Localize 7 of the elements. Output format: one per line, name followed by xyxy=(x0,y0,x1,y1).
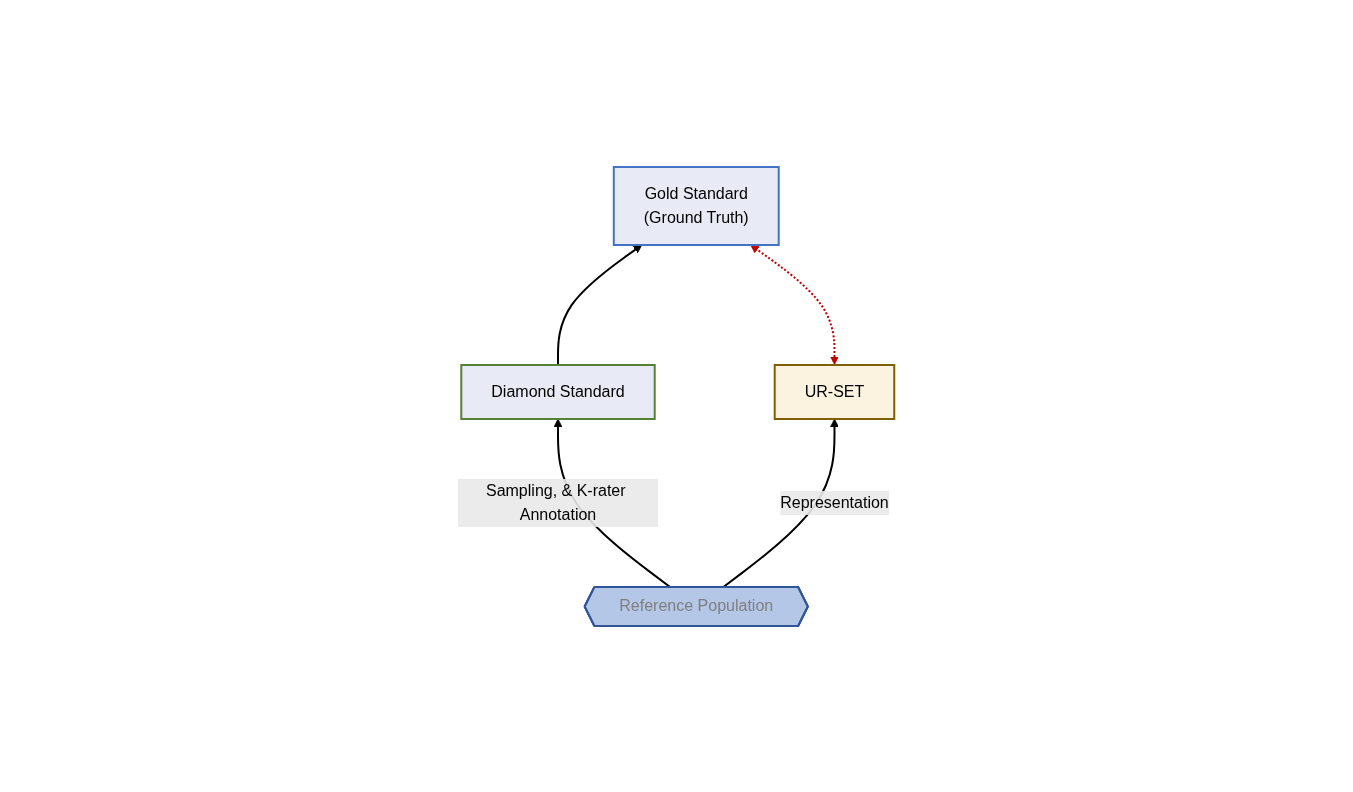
edge-label: Representation xyxy=(780,493,890,511)
node-box: Gold Standard (Ground Truth) xyxy=(613,165,781,246)
node-box: Diamond Standard xyxy=(460,363,657,420)
arrow xyxy=(750,244,840,365)
arrow xyxy=(557,244,643,366)
node-box: UR-SET xyxy=(774,363,896,420)
edge-label: Sampling, & K-rater Annotation xyxy=(486,481,626,523)
